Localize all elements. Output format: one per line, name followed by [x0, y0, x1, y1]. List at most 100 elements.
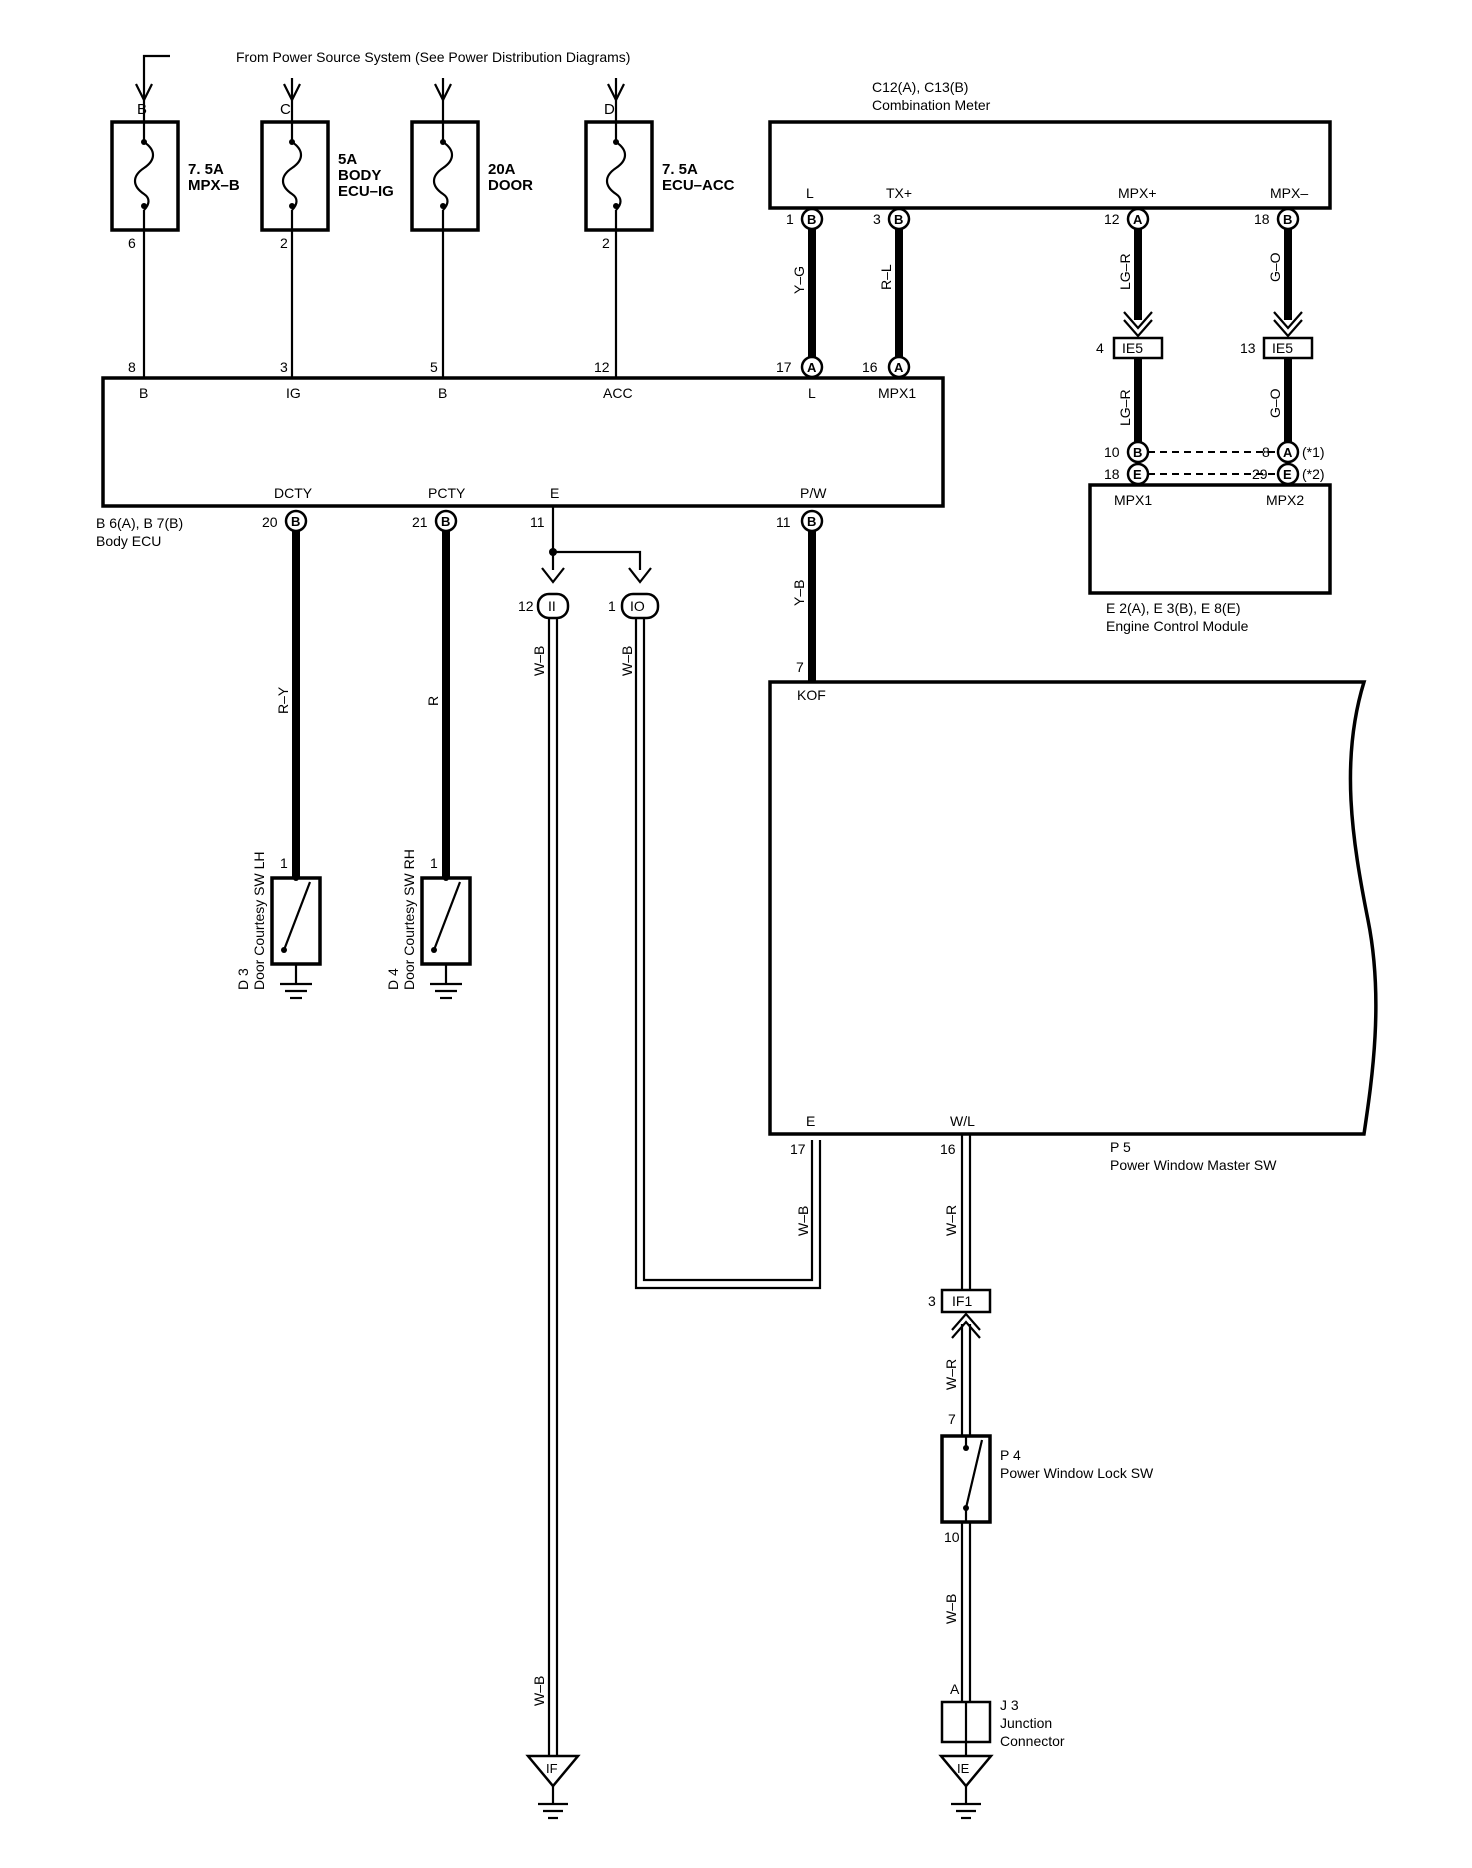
- svg-text:Door Courtesy SW RH: Door Courtesy SW RH: [401, 849, 417, 990]
- svg-text:MPX1: MPX1: [1114, 492, 1152, 508]
- svg-text:D 3: D 3: [235, 968, 251, 990]
- wire-label-y-g: Y–G: [791, 266, 807, 294]
- meter-pin-18: 18 B: [1254, 207, 1300, 231]
- wire-label-p5-e: W–B: [795, 1206, 811, 1236]
- svg-text:A: A: [807, 360, 817, 375]
- svg-text:8: 8: [128, 359, 136, 375]
- junction-ie5-right: IE5 13: [1240, 311, 1314, 360]
- junction-connector-j3: A J 3 Junction Connector: [940, 1681, 1065, 1749]
- meter-pin-1: 1 B: [786, 207, 824, 231]
- fuse-input-label: B: [137, 101, 147, 118]
- svg-text:A: A: [1133, 212, 1143, 227]
- svg-text:18: 18: [1104, 466, 1120, 482]
- wire-label-r: R: [425, 696, 441, 706]
- wire-label-r-l: R–L: [878, 264, 894, 290]
- svg-text:7: 7: [796, 659, 804, 675]
- svg-text:J 3: J 3: [1000, 1697, 1019, 1713]
- svg-text:8: 8: [1262, 444, 1270, 460]
- svg-text:W/L: W/L: [950, 1113, 975, 1129]
- svg-text:3: 3: [873, 211, 881, 227]
- terminal-label: MPX–: [1270, 185, 1308, 201]
- svg-text:(*2): (*2): [1302, 466, 1325, 482]
- fuse-rating: 7. 5A: [662, 161, 698, 178]
- ecu-pin-21: 21 B: [412, 509, 458, 533]
- svg-text:KOF: KOF: [797, 687, 826, 703]
- junction-if1: IF1 3: [928, 1288, 992, 1339]
- svg-text:A: A: [950, 1681, 960, 1697]
- svg-text:P/W: P/W: [800, 485, 827, 501]
- ground-if: IF: [525, 1754, 581, 1820]
- svg-text:P 5: P 5: [1110, 1139, 1131, 1155]
- svg-text:17: 17: [790, 1141, 806, 1157]
- svg-text:Engine Control Module: Engine Control Module: [1106, 618, 1249, 634]
- svg-text:11: 11: [530, 514, 545, 530]
- svg-text:B: B: [807, 212, 816, 227]
- svg-text:1: 1: [430, 855, 438, 871]
- power-window-master-sw: 7 KOF E W/L 17 16 P 5 Power Window Maste…: [768, 659, 1378, 1173]
- terminal-label: MPX+: [1118, 185, 1157, 201]
- svg-text:II: II: [548, 598, 556, 614]
- svg-text:IG: IG: [286, 385, 301, 401]
- meter-pin-3: 3 B: [873, 207, 911, 231]
- svg-text:W–B: W–B: [531, 1676, 547, 1706]
- fuse-out-pin: 6: [128, 235, 136, 251]
- svg-text:12: 12: [1104, 211, 1120, 227]
- fuse-body-ecu-ig: C 5A BODY ECU–IG 2: [260, 78, 394, 378]
- fuse-name: DOOR: [488, 177, 533, 194]
- wire-label-w-b-lower: W–B: [943, 1594, 959, 1624]
- svg-text:16: 16: [862, 359, 878, 375]
- svg-text:PCTY: PCTY: [428, 485, 466, 501]
- terminal-label: L: [806, 185, 814, 201]
- svg-text:IO: IO: [630, 598, 645, 614]
- wire-label-g-o: G–O: [1267, 252, 1283, 282]
- door-courtesy-sw-rh: 1 D 4 Door Courtesy SW RH: [385, 849, 472, 1000]
- svg-text:Junction: Junction: [1000, 1715, 1052, 1731]
- fuse-mpx-b: B 7. 5A MPX–B 6: [110, 54, 240, 378]
- svg-text:B: B: [139, 385, 148, 401]
- svg-text:E: E: [550, 485, 559, 501]
- fuse-name: BODY: [338, 167, 381, 184]
- svg-text:IF1: IF1: [952, 1293, 972, 1309]
- fuse-rating: 20A: [488, 161, 516, 178]
- svg-text:B: B: [441, 514, 450, 529]
- svg-text:10: 10: [944, 1529, 960, 1545]
- fuse-out-pin: 2: [280, 235, 288, 251]
- svg-text:L: L: [808, 385, 816, 401]
- svg-text:20: 20: [262, 514, 278, 530]
- combination-meter-connectors: C12(A), C13(B): [872, 79, 968, 95]
- svg-text:4: 4: [1096, 340, 1104, 356]
- svg-text:D 4: D 4: [385, 968, 401, 990]
- meter-pin-12: 12 A: [1104, 207, 1150, 231]
- svg-text:21: 21: [412, 514, 428, 530]
- svg-text:B: B: [807, 514, 816, 529]
- power-source-note: From Power Source System (See Power Dist…: [236, 49, 630, 65]
- fuse-ecu-acc: D 7. 5A ECU–ACC 2: [584, 78, 735, 378]
- body-ecu: 8 3 5 12 17 A 16 A B IG B ACC L MPX1 DCT…: [96, 355, 945, 549]
- door-courtesy-sw-lh: 1 D 3 Door Courtesy SW LH: [235, 852, 322, 1000]
- svg-text:IE: IE: [957, 1761, 970, 1776]
- fuse-door: 20A DOOR: [410, 78, 533, 378]
- svg-text:B: B: [291, 514, 300, 529]
- svg-text:13: 13: [1240, 340, 1256, 356]
- svg-text:Connector: Connector: [1000, 1733, 1065, 1749]
- combination-meter-name: Combination Meter: [872, 97, 991, 113]
- svg-text:B: B: [1133, 445, 1142, 460]
- fuse-input-label: D: [604, 101, 615, 118]
- svg-text:DCTY: DCTY: [274, 485, 313, 501]
- ecu-pin-11-e: 11: [530, 514, 545, 530]
- svg-text:ACC: ACC: [603, 385, 633, 401]
- svg-text:E: E: [1283, 467, 1292, 482]
- svg-text:E: E: [806, 1113, 815, 1129]
- svg-text:IE5: IE5: [1272, 340, 1293, 356]
- junction-ie5-left: IE5 4: [1096, 311, 1164, 360]
- svg-text:IE5: IE5: [1122, 340, 1143, 356]
- wire-label-lg-r: LG–R: [1117, 253, 1133, 290]
- svg-text:A: A: [1283, 445, 1293, 460]
- wire-label-r-y: R–Y: [275, 686, 291, 714]
- wire-w-b-io-to-p5: W–B: [619, 618, 822, 1290]
- ground-branch-e: II 12 IO 1: [518, 506, 660, 620]
- svg-text:E: E: [1133, 467, 1142, 482]
- svg-text:3: 3: [928, 1293, 936, 1309]
- svg-text:(*1): (*1): [1302, 444, 1325, 460]
